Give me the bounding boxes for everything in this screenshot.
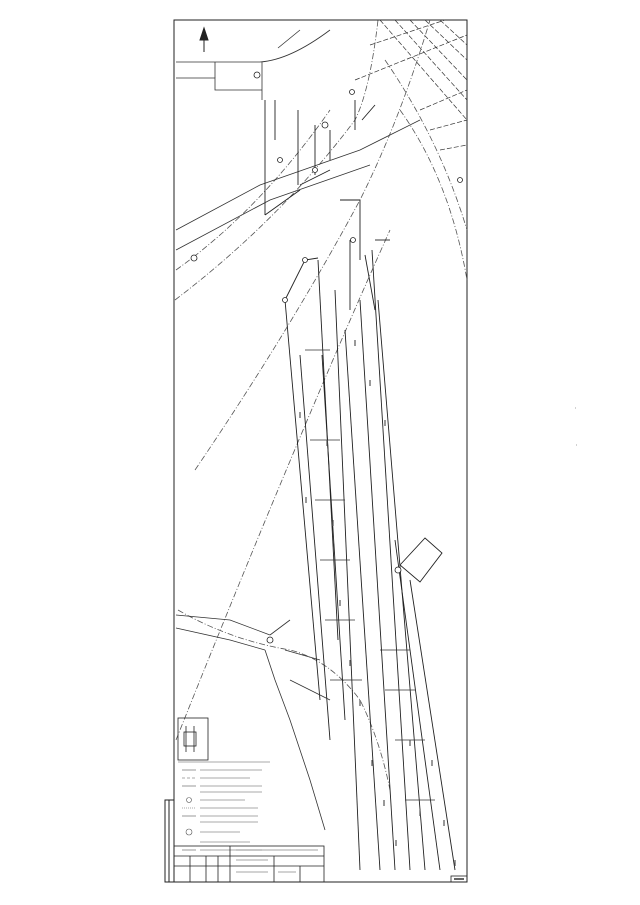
offset-structure [399,537,443,583]
annotation-marks [299,340,456,866]
manhole-markers [190,71,463,644]
title-block-stamp [173,845,325,883]
upper-street-block [175,29,421,251]
lower-street-junction [175,614,331,831]
north-arrow-icon [199,26,209,52]
legend-detail-inset [177,717,209,761]
pipeline-cross-connections [305,349,435,801]
upper-pipe-network [264,100,390,311]
drawing-frame [164,19,468,883]
upper-right-utility-lines [354,19,468,151]
legend-block [178,761,270,851]
main-pipelines [284,249,456,871]
street-boundaries [174,19,468,791]
sheet-number-tag [450,875,468,883]
margin-marks [575,407,577,446]
